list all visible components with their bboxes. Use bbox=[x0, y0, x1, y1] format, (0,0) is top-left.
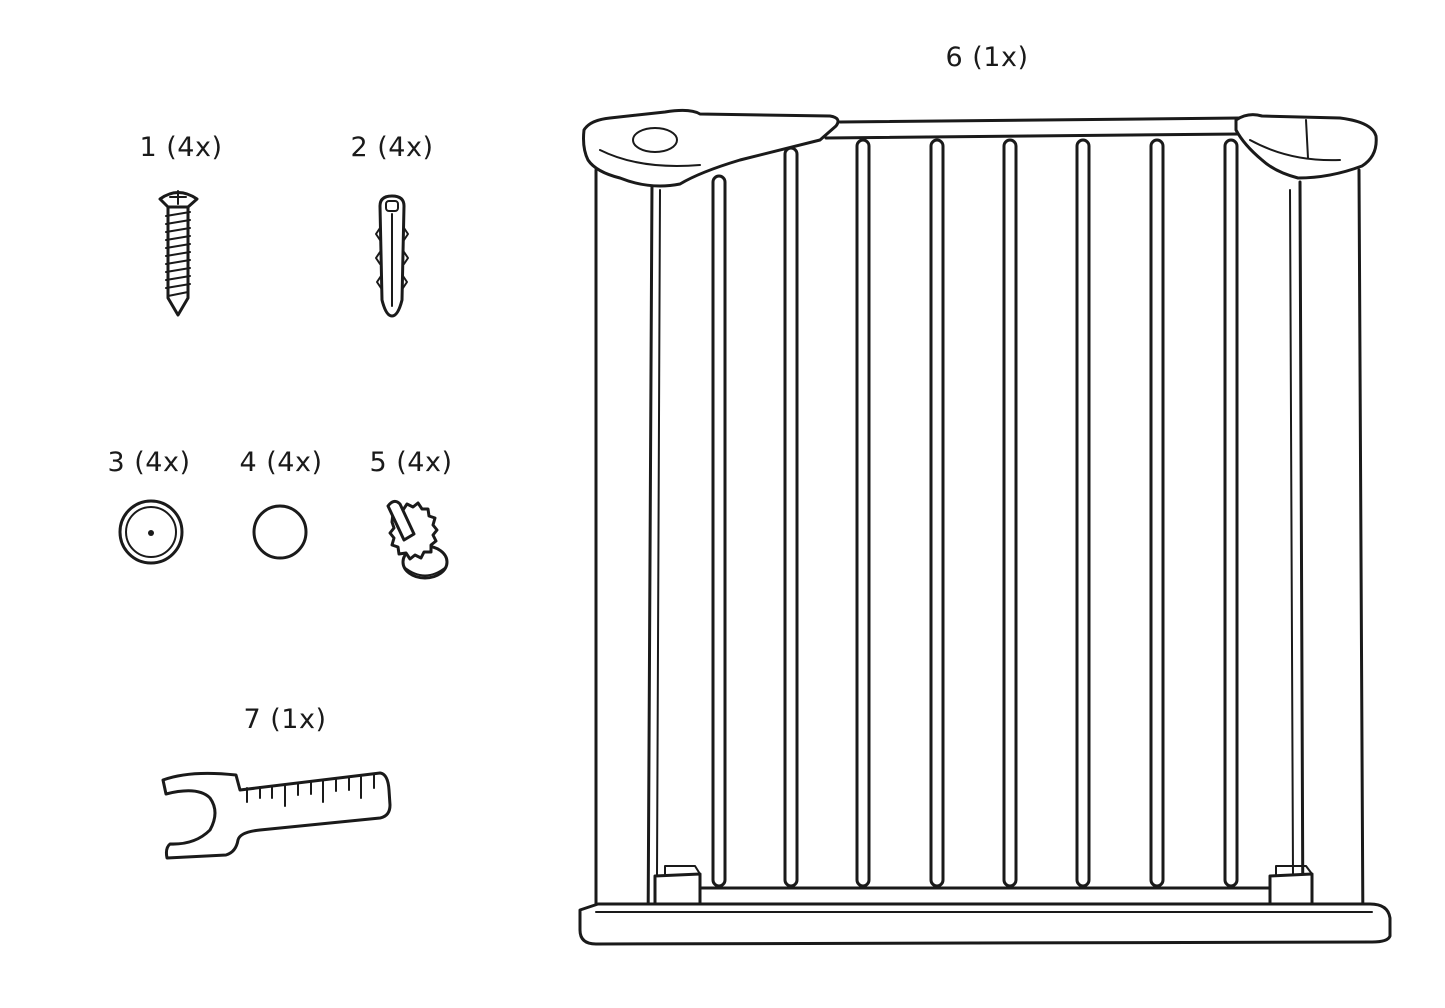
screw-icon bbox=[158, 190, 199, 317]
part-6-label: 6 (1x) bbox=[945, 42, 1029, 73]
adhesive-pad-icon bbox=[252, 504, 308, 560]
part-5-label: 5 (4x) bbox=[369, 447, 453, 478]
spindle-rod-icon bbox=[386, 499, 449, 580]
part-3-label: 3 (4x) bbox=[107, 447, 191, 478]
safety-gate-icon bbox=[578, 108, 1392, 946]
part-1-label: 1 (4x) bbox=[139, 132, 223, 163]
part-2-label: 2 (4x) bbox=[350, 132, 434, 163]
wall-plug-icon bbox=[375, 194, 409, 318]
wrench-icon bbox=[161, 771, 392, 860]
part-4-label: 4 (4x) bbox=[239, 447, 323, 478]
wall-cup-icon bbox=[118, 499, 184, 565]
part-7-label: 7 (1x) bbox=[243, 704, 327, 735]
